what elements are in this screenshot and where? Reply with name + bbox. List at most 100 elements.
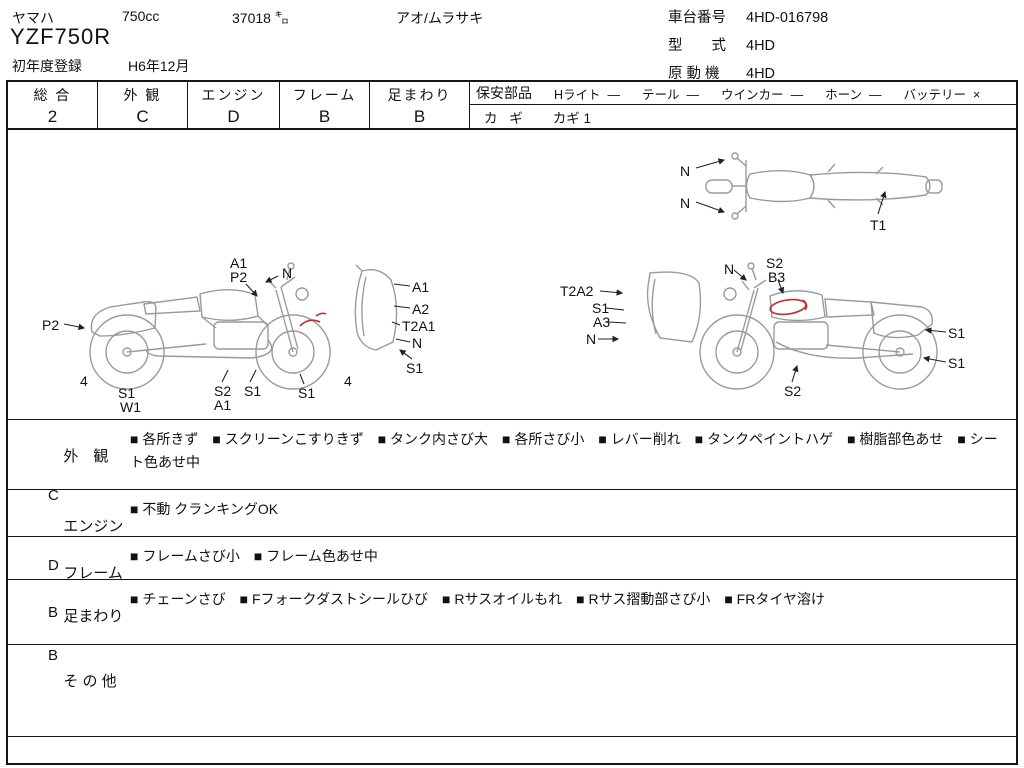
motorcycle-right-side-view [699, 262, 938, 390]
chassis-number: 車台番号 4HD-016798 [668, 6, 1008, 27]
condition-engine: エンジン D ■ 不動 クランキングOK [8, 490, 1016, 574]
section-label: 外 観 [63, 448, 109, 465]
diagram-label-s1: S1 [592, 300, 610, 316]
diagram-label-a2: A2 [412, 301, 430, 317]
diagram-label-s2: S2 [214, 383, 232, 399]
engine-code-label: 原 動 機 [668, 66, 720, 82]
motorcycle-left-side-view [89, 262, 331, 390]
grade-undercarriage-label: 足まわり [387, 87, 452, 103]
diagram-label-s1: S1 [244, 383, 262, 399]
front-cowl-part-right [646, 271, 702, 343]
condition-other: そ の 他 [8, 645, 1016, 737]
key-value: カギ 1 [552, 110, 592, 126]
grade-undercarriage: 足まわり B [370, 82, 470, 128]
motorcycle-diagrams [63, 152, 947, 390]
mileage: 37018 ㌔ [232, 10, 289, 26]
safety-taillight: テール — [642, 84, 699, 103]
diagram-label-s2: S2 [766, 255, 784, 271]
safety-headlight-status: — [607, 87, 621, 102]
engine-code: 原 動 機 4HD [668, 62, 1008, 83]
motorcycle-top-view [705, 152, 943, 220]
diagram-label-n: N [412, 335, 423, 351]
first-registration-value: H6年12月 [128, 58, 190, 74]
condition-exterior-label: 外 観 C [30, 428, 108, 538]
diagram-label-4: 4 [80, 373, 88, 389]
first-registration-label: 初年度登録 [12, 58, 82, 74]
safety-horn-label: ホーン [825, 87, 862, 102]
label-arrows [63, 158, 947, 385]
diagram-label-w1: W1 [120, 399, 141, 415]
grade-undercarriage-value: B [413, 107, 426, 126]
diagram-label-n: N [282, 265, 293, 281]
condition-engine-notes: ■ 不動 クランキングOK [130, 501, 279, 517]
diagram-label-4: 4 [344, 373, 352, 389]
grade-engine: エンジン D [188, 82, 280, 128]
diagram-label-n: N [680, 163, 691, 179]
safety-taillight-status: — [686, 87, 700, 102]
diagram-label-n: N [586, 331, 597, 347]
safety-taillight-label: テール [642, 87, 680, 102]
grade-overall-label: 総 合 [33, 87, 72, 103]
safety-battery: バッテリー× [903, 84, 980, 103]
grade-exterior-value: C [136, 107, 149, 126]
diagram-label-s1: S1 [406, 360, 424, 376]
section-label: エンジン [63, 518, 124, 535]
diagram-label-b3: B3 [768, 269, 786, 285]
diagram-label-s1: S1 [948, 325, 966, 341]
chassis-value: 4HD-016798 [746, 10, 829, 26]
safety-parts-box: 保安部品 Hライト— テール— ウインカー— ホーン— バッテリー× カ ギ カ… [470, 82, 1016, 128]
diagram-label-s1: S1 [118, 385, 136, 401]
grade-engine-label: エンジン [201, 87, 266, 103]
front-cowl-part-left [354, 264, 398, 351]
diagram-label-n: N [680, 195, 691, 211]
safety-winker-status: — [790, 87, 804, 102]
main-box: 総 合 2 外 観 C エンジン D フレーム B 足まわり B 保安部品 [6, 80, 1018, 765]
diagram-label-s1: S1 [298, 385, 316, 401]
section-grade: B [48, 604, 59, 621]
model-name: YZF750R [10, 24, 112, 49]
section-label: そ の 他 [63, 673, 117, 690]
diagram-label-s2: S2 [784, 383, 802, 399]
safety-headlight: Hライト— [554, 84, 620, 103]
diagram-label-a1: A1 [214, 397, 232, 413]
condition-undercarriage-label: 足まわり B [30, 588, 123, 698]
maker-name: ヤマハ [12, 10, 54, 26]
safety-parts-row: 保安部品 Hライト— テール— ウインカー— ホーン— バッテリー× [470, 82, 1016, 105]
chassis-label: 車台番号 [668, 10, 726, 26]
diagram-label-a1: A1 [230, 255, 248, 271]
grade-overall-value: 2 [47, 107, 58, 126]
diagram-label-a3: A3 [593, 314, 611, 330]
grade-frame: フレーム B [280, 82, 370, 128]
grade-engine-value: D [227, 107, 240, 126]
model-code-label: 型 式 [668, 38, 726, 54]
diagram-label-t2a2: T2A2 [560, 283, 594, 299]
model-code: 型 式 4HD [668, 34, 1008, 55]
grade-frame-label: フレーム [292, 87, 357, 103]
engine-code-value: 4HD [746, 66, 776, 82]
model-code-value: 4HD [746, 38, 776, 54]
condition-frame: フレーム B ■ フレームさび小 ■ フレーム色あせ中 [8, 537, 1016, 621]
diagram-label-p2: P2 [42, 317, 60, 333]
condition-frame-label: フレーム B [30, 545, 123, 655]
condition-undercarriage-notes: ■ チェーンさび ■ Fフォークダストシールひび ■ Rサスオイルもれ ■ Rサ… [130, 591, 825, 607]
safety-battery-status: × [972, 87, 981, 102]
section-grade: C [48, 487, 59, 504]
damage-diagram-area: N N T1 A1 P2 N P2 4 S1 W1 S2 A1 S1 S1 4 … [8, 130, 1016, 420]
condition-engine-label: エンジン D [30, 498, 123, 608]
safety-horn: ホーン— [825, 84, 881, 103]
section-label: 足まわり [63, 608, 124, 625]
diagram-label-t1: T1 [870, 217, 887, 233]
diagram-label-n: N [724, 261, 735, 277]
safety-parts-title: 保安部品 [476, 85, 532, 101]
red-damage-marks [299, 298, 808, 327]
diagram-label-a1: A1 [412, 279, 430, 295]
key-row: カ ギ カギ 1 [470, 105, 1016, 128]
diagram-label-t2a1: T2A1 [402, 318, 436, 334]
grade-exterior: 外 観 C [98, 82, 188, 128]
grade-frame-value: B [318, 107, 331, 126]
body-color: アオ/ムラサキ [396, 10, 484, 26]
section-label: フレーム [63, 565, 123, 582]
key-label: カ ギ [484, 110, 527, 126]
section-grade: B [48, 647, 59, 664]
